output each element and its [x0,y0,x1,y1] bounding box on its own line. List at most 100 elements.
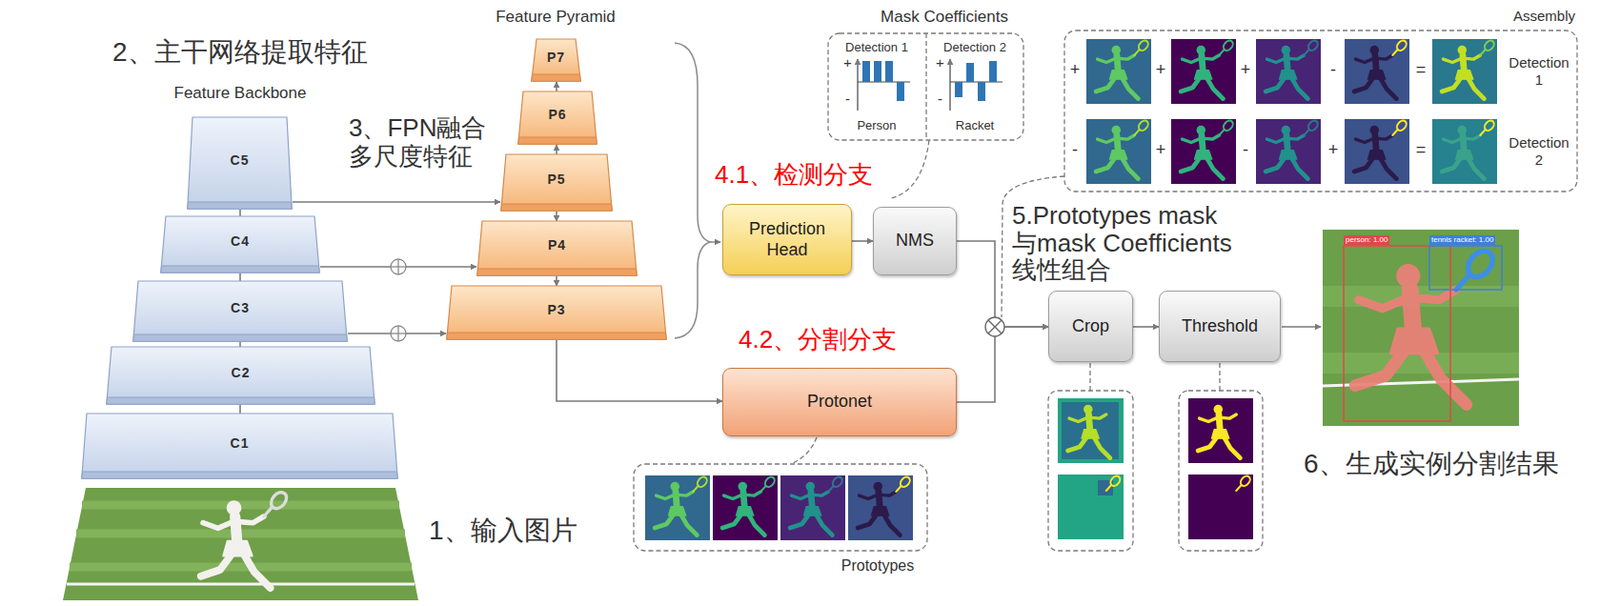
prototype-tile [1354,45,1397,100]
prototype-tile [1392,119,1408,136]
pyramid-level: P7 [530,39,582,82]
connector [851,240,873,243]
threshold-panel [1188,474,1254,540]
coefficient-bar [862,60,871,82]
connector [239,342,242,347]
node-label: Crop [1072,316,1110,338]
label-text: + [1328,140,1339,160]
prototype-tile [1392,39,1408,56]
step-note: 1、输入图片 [428,514,578,547]
connector [555,211,558,222]
mask-result-tile [1479,119,1496,136]
operator-sign: + [1152,60,1170,82]
mask-result-tile [1479,39,1496,56]
class-label: Person [830,118,923,134]
crop-panel [1048,390,1134,551]
axis-sign: - [845,90,851,108]
detection-label: Detection 1 [830,40,923,56]
prototype-tile [828,475,844,492]
label-text: - [1330,60,1337,80]
coefficient-axis [856,59,858,111]
prototype-tile [1255,39,1321,104]
prototype-tile [722,482,765,536]
prototype-tile [1265,45,1308,100]
connector [555,276,558,286]
slab-face [187,117,293,209]
coefficient-bar [989,60,997,82]
slab-face [501,154,613,211]
prototype-tile [654,482,697,536]
connector [239,209,242,217]
pyramid-level: P6 [517,91,598,145]
prototype-tile [857,482,900,536]
prototypes-panel [633,464,928,551]
slab-face [81,413,399,479]
node-label: P5 [546,171,566,187]
prototype-tile [1086,39,1152,104]
prototype-tile [1095,125,1138,180]
leader-line [891,140,930,199]
prototype-tile [1303,119,1319,136]
pyramid-level: P3 [445,285,668,341]
operator-sign: - [1236,140,1255,162]
label-text: 5.Prototypes mask 与mask Coefficients 线性组… [1012,201,1233,284]
input-photo [263,489,290,517]
node-label: Threshold [1181,316,1258,338]
multiply-symbol [985,317,1005,337]
crop-panel [1106,474,1122,491]
node-label: Prediction Head [733,219,841,261]
step-note: 3、FPN融合 多尺度特征 [348,114,504,172]
label-text: Assembly [1513,7,1576,24]
label-text: + [1070,60,1081,80]
node-label: P3 [546,302,566,318]
prototype-tile [1218,39,1235,56]
coefficient-bar [885,60,893,82]
label-text: + [1155,140,1167,160]
label-text: 3、FPN融合 多尺度特征 [348,113,487,171]
node-label: NMS [895,230,934,252]
prototype-tile [848,475,913,541]
prototype-tile [1344,119,1410,184]
pyramid-brace [709,241,721,244]
prototype-tile [1171,39,1236,104]
label-text: 6、生成实例分割结果 [1303,448,1560,479]
result-photo [1322,229,1519,426]
prototypes-panel [633,464,928,551]
prototype-tile [1265,125,1308,180]
detection-tag: tennis racket: 1.00 [1429,235,1496,245]
connector [1133,325,1159,328]
slab-face [161,216,321,273]
slab-edge [446,332,668,340]
add-symbol [390,259,406,275]
node-label: C2 [231,364,251,381]
slab-face [446,285,668,340]
multiply-symbol [985,317,1005,337]
prototype-tile [1344,119,1410,184]
label-text: Detection 1 [845,40,909,55]
connector [555,81,558,92]
node-label: C3 [230,300,250,316]
pyramid-brace [674,42,721,339]
backbone-layer: C2 [105,346,376,406]
prototype-tile [1354,125,1397,180]
result-photo [1429,245,1502,290]
prototype-tile [1086,119,1152,184]
panel-heading: Feature Backbone [142,83,338,103]
prototype-tile [1171,39,1236,104]
coefficient-bar [862,60,997,102]
label-text: - [1242,140,1249,160]
label-text: Feature Pyramid [495,7,616,26]
prototype-tile [712,475,778,541]
slab-edge [133,334,348,342]
prototype-tile [780,475,846,541]
label-text: tennis racket: 1.00 [1429,235,1496,245]
node-label: P6 [547,106,567,122]
mask-result-tile [1441,45,1484,100]
operator-sign: + [1236,60,1255,82]
slab-edge [106,397,376,405]
slab-edge [531,74,582,82]
slab-face [531,39,582,82]
threshold-panel [1188,398,1254,464]
coefficient-bar [896,81,905,102]
threshold-panel [1235,474,1252,491]
